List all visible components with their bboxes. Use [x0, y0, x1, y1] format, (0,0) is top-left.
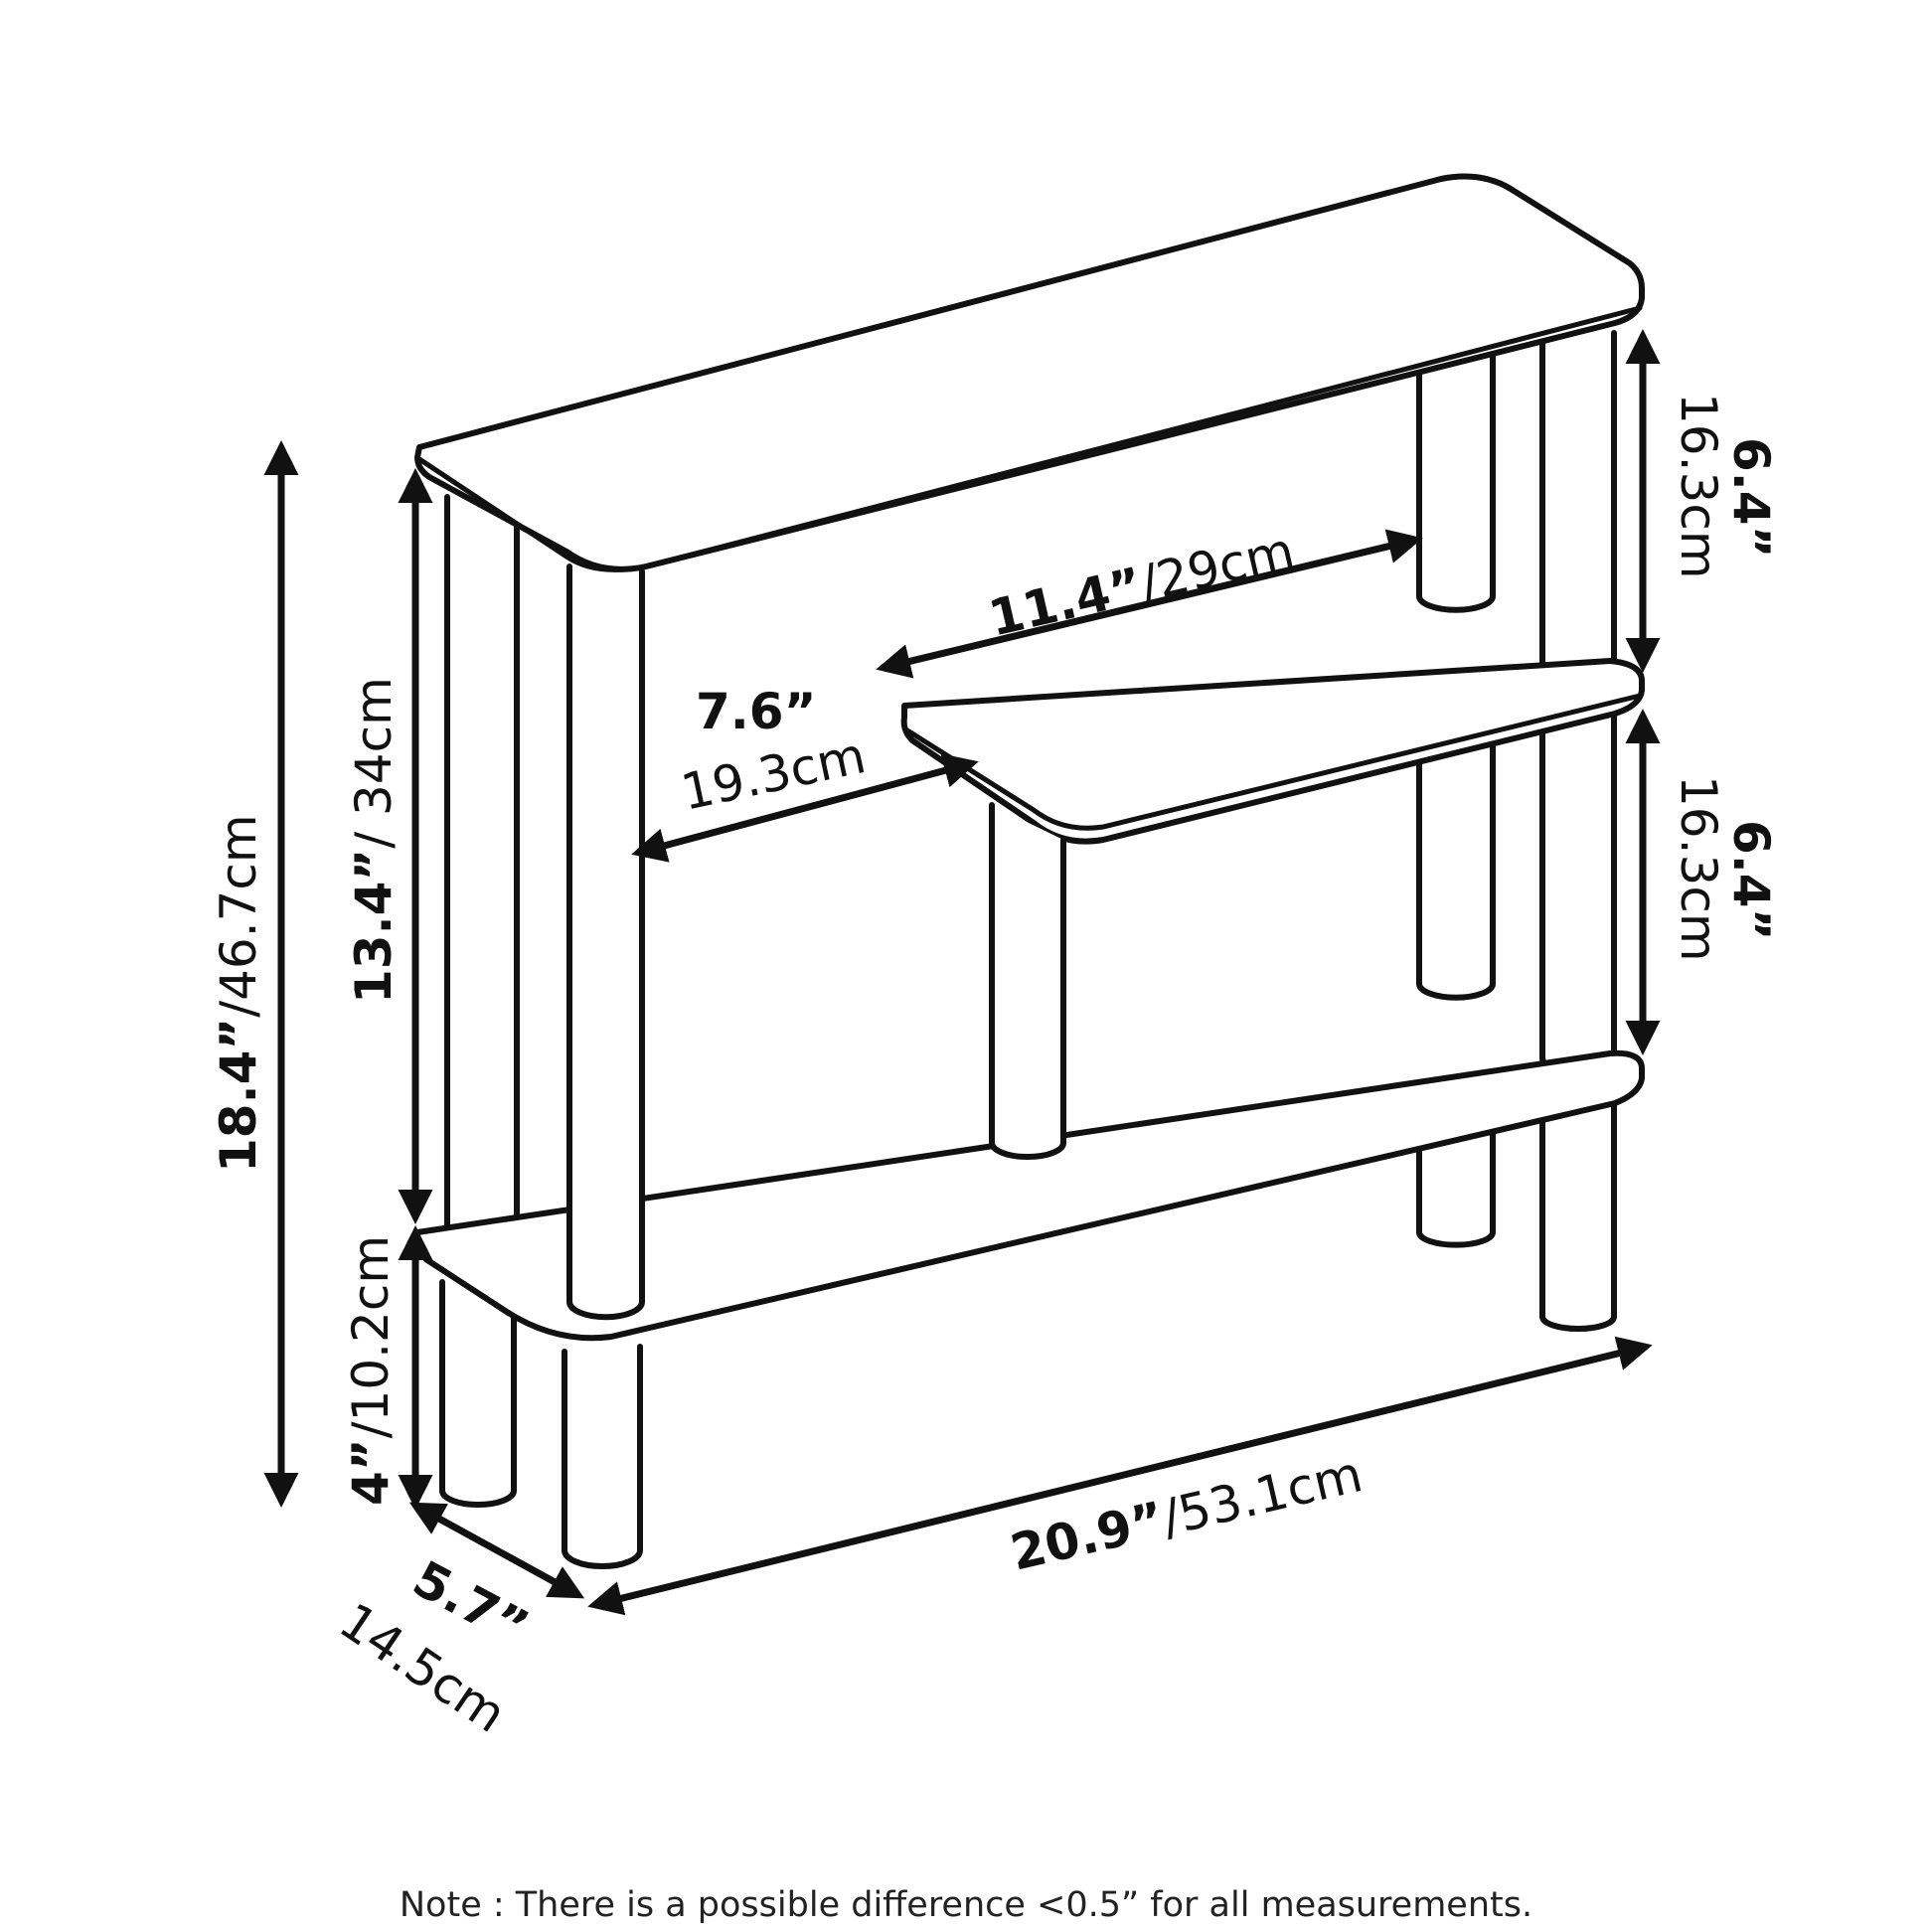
inner-width-arrow — [876, 529, 1423, 679]
back-posts — [444, 330, 1617, 1246]
width-arrow — [587, 1336, 1653, 1616]
middle-shelf — [900, 658, 1645, 845]
dimension-arrows — [263, 329, 1661, 1616]
lower-gap-imperial-label: 6.4” — [1722, 820, 1780, 940]
lower-gap-metric-label: 16.3cm — [1670, 775, 1727, 962]
upper-gap-imperial-label: 6.4” — [1722, 437, 1780, 558]
inner-depth-arrow — [631, 753, 979, 863]
width-label: 20.9”/53.1cm — [1006, 1445, 1368, 1582]
inner-depth-imperial-label: 7.6” — [696, 683, 816, 740]
shelf-unit-drawing — [414, 173, 1645, 1569]
inner-depth-metric-label: 19.3cm — [676, 726, 870, 822]
inner-width-label: 11.4”/29cm — [984, 522, 1300, 648]
overall-height-label: 18.4”/46.7cm — [210, 814, 267, 1173]
depth-arrow — [408, 1502, 585, 1599]
leg-height-label: 4”/10.2cm — [342, 1235, 400, 1506]
shelf-span-label: 13.4”/ 34cm — [345, 677, 402, 1004]
back-legs — [439, 1100, 1617, 1508]
measurement-note: Note : There is a possible difference <0… — [399, 1885, 1533, 1925]
upper-gap-metric-label: 16.3cm — [1670, 393, 1727, 579]
